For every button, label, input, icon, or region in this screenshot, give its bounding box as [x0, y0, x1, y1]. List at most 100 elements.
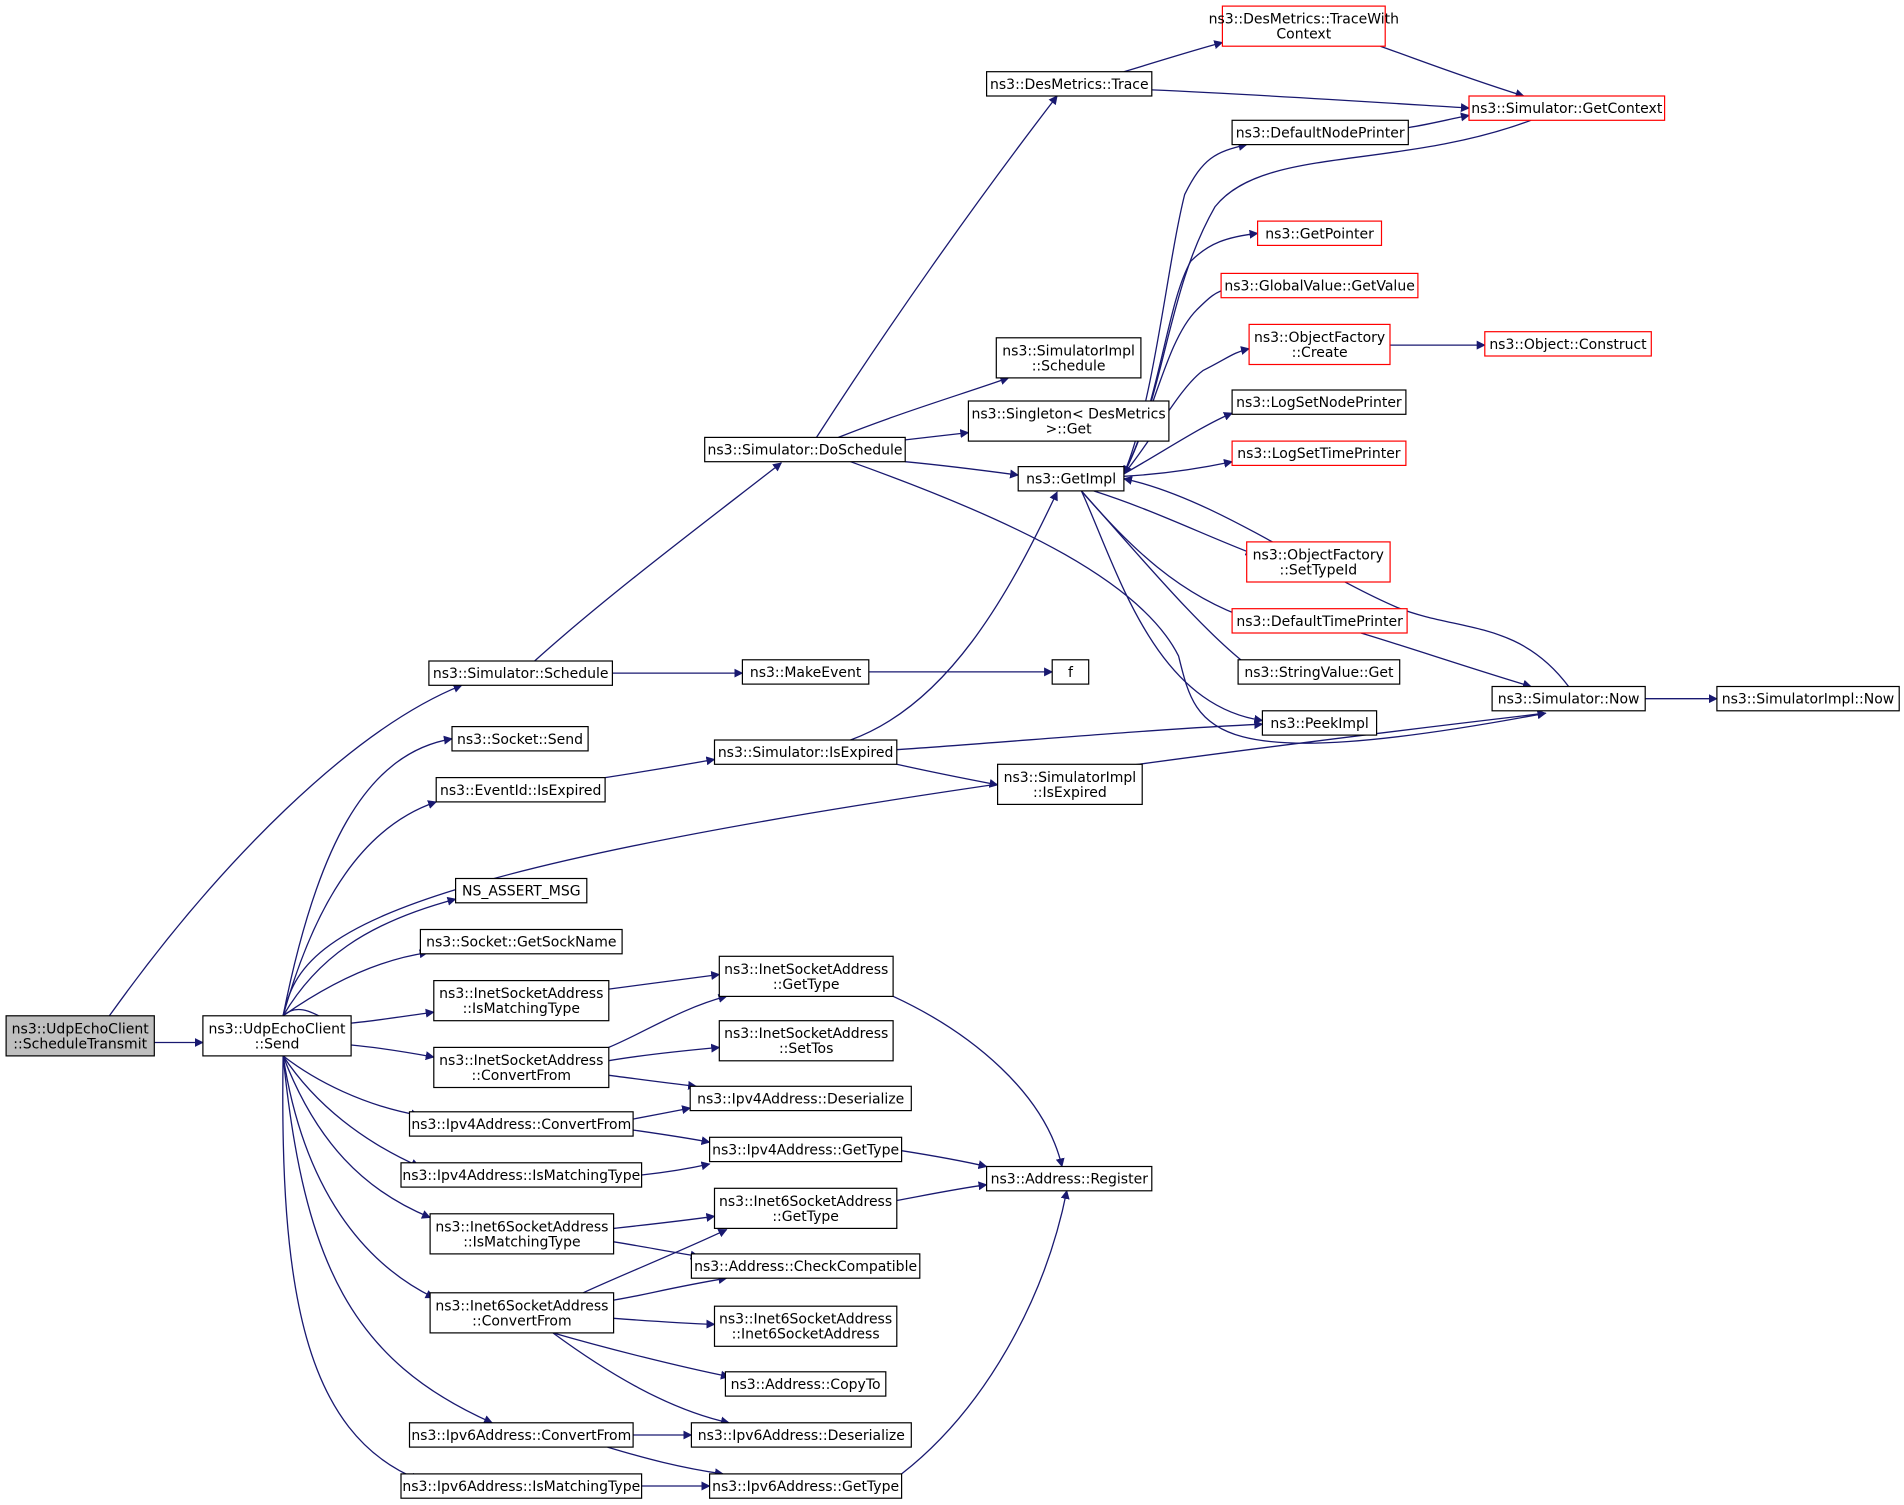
node-label: ::GetType [772, 1209, 839, 1225]
edge-inet-gettype-to-register [892, 995, 1065, 1168]
node-ipv6GetType[interactable]: ns3::Ipv6Address::GetType [708, 1473, 903, 1499]
node-inet6IsMatch[interactable]: ns3::Inet6SocketAddress::IsMatchingType [429, 1213, 615, 1255]
node-box [718, 955, 894, 997]
node-ipv4Deser[interactable]: ns3::Ipv4Address::Deserialize [689, 1085, 912, 1112]
node-box [433, 979, 610, 1022]
edge-ipv4-ismatch-to-ipv4-gettype [641, 1161, 711, 1176]
edge-getimpl-to-objectfactory-settypeid [1093, 490, 1255, 556]
node-label: ns3::InetSocketAddress [724, 962, 888, 978]
node-implSched[interactable]: ns3::SimulatorImpl::Schedule [995, 337, 1142, 379]
nodes-layer: ns3::UdpEchoClient::ScheduleTransmitns3:… [5, 5, 1900, 1499]
node-evIsExp[interactable]: ns3::EventId::IsExpired [435, 776, 606, 803]
node-getSockName[interactable]: ns3::Socket::GetSockName [419, 928, 623, 955]
edge-send-to-inet-convertfrom [351, 1044, 435, 1061]
edge-isexpired-to-impl-isexpired [896, 763, 999, 788]
node-schedtx[interactable]: ns3::UdpEchoClient::ScheduleTransmit [5, 1015, 155, 1057]
node-label: ns3::Address::CopyTo [731, 1377, 881, 1393]
node-label: ns3::Ipv6Address::ConvertFrom [411, 1428, 631, 1444]
edge-send-to-socket-send [282, 735, 453, 1016]
node-f[interactable]: f [1051, 659, 1090, 685]
edge-isexpired-to-getimpl [850, 491, 1058, 741]
node-label: ::ConvertFrom [472, 1313, 571, 1329]
node-checkCompat[interactable]: ns3::Address::CheckCompatible [690, 1253, 921, 1279]
node-label: ns3::SimulatorImpl [1004, 770, 1137, 786]
edge-doschedule-to-trace [815, 95, 1058, 438]
node-inetIsMatch[interactable]: ns3::InetSocketAddress::IsMatchingType [433, 979, 610, 1022]
node-peekImpl[interactable]: ns3::PeekImpl [1261, 710, 1378, 736]
node-objConstruct[interactable]: ns3::Object::Construct [1484, 331, 1652, 357]
node-ipv4Conv[interactable]: ns3::Ipv4Address::ConvertFrom [408, 1111, 634, 1137]
node-label: ::IsMatchingType [463, 1234, 580, 1250]
edge-doschedule-to-singleton [905, 429, 970, 441]
edge-tracewithcontext-to-getcontext [1380, 45, 1525, 98]
node-simIsExp[interactable]: ns3::Simulator::IsExpired [713, 739, 898, 765]
edge-send-to-inet-ismatchingtype [351, 1008, 435, 1024]
node-box [985, 71, 1153, 97]
node-ofCreate[interactable]: ns3::ObjectFactory::Create [1248, 323, 1391, 366]
node-box [1484, 331, 1652, 357]
node-label: ::ScheduleTransmit [13, 1036, 147, 1052]
node-ofSetTypeId[interactable]: ns3::ObjectFactory::SetTypeId [1246, 541, 1391, 583]
node-ipv4IsMatch[interactable]: ns3::Ipv4Address::IsMatchingType [400, 1162, 643, 1188]
edge-send-to-getsockname [282, 949, 429, 1017]
node-inet6Ctor[interactable]: ns3::Inet6SocketAddress::Inet6SocketAddr… [713, 1305, 898, 1347]
node-copyTo[interactable]: ns3::Address::CopyTo [724, 1371, 887, 1397]
node-getPointer[interactable]: ns3::GetPointer [1256, 220, 1383, 247]
node-label: ::IsExpired [1033, 785, 1107, 801]
node-inetGetType[interactable]: ns3::InetSocketAddress::GetType [718, 955, 894, 997]
node-label: f [1068, 665, 1074, 681]
node-label: ns3::UdpEchoClient [12, 1021, 150, 1037]
node-ipv6IsMatch[interactable]: ns3::Ipv6Address::IsMatchingType [400, 1473, 643, 1499]
node-simGetCtx[interactable]: ns3::Simulator::GetContext [1468, 95, 1666, 121]
node-inetSetTos[interactable]: ns3::InetSocketAddress::SetTos [718, 1020, 894, 1062]
node-getImpl[interactable]: ns3::GetImpl [1017, 466, 1125, 492]
node-ipv6Conv[interactable]: ns3::Ipv6Address::ConvertFrom [408, 1422, 634, 1448]
node-inet6GetType[interactable]: ns3::Inet6SocketAddress::GetType [713, 1187, 898, 1230]
node-label: ns3::ObjectFactory [1253, 548, 1384, 564]
node-inetConv[interactable]: ns3::InetSocketAddress::ConvertFrom [433, 1046, 610, 1089]
node-ipv4GetType[interactable]: ns3::Ipv4Address::GetType [708, 1136, 903, 1163]
node-label: ns3::GlobalValue::GetValue [1224, 279, 1414, 295]
node-desTrace[interactable]: ns3::DesMetrics::Trace [985, 71, 1153, 97]
edge-simsched-to-doschedule [534, 462, 783, 662]
node-logSetNode[interactable]: ns3::LogSetNodePrinter [1231, 389, 1407, 415]
node-inet6Conv[interactable]: ns3::Inet6SocketAddress::ConvertFrom [429, 1292, 615, 1334]
node-label: ns3::UdpEchoClient [208, 1021, 346, 1037]
node-label: ::IsMatchingType [463, 1001, 580, 1017]
node-addrReg[interactable]: ns3::Address::Register [985, 1165, 1153, 1192]
node-defNodePrinter[interactable]: ns3::DefaultNodePrinter [1231, 119, 1409, 146]
node-doSched[interactable]: ns3::Simulator::DoSchedule [704, 436, 906, 463]
node-label: ns3::Inet6SocketAddress [435, 1298, 608, 1314]
node-box [724, 1371, 887, 1397]
node-logSetTime[interactable]: ns3::LogSetTimePrinter [1231, 440, 1407, 467]
edge-eventid-to-simulator-isexpired [605, 756, 716, 779]
node-gvGetValue[interactable]: ns3::GlobalValue::GetValue [1220, 272, 1419, 299]
node-sockSend[interactable]: ns3::Socket::Send [451, 725, 589, 752]
node-label: ::Inet6SocketAddress [732, 1327, 880, 1343]
node-box [5, 1015, 155, 1057]
node-label: ns3::Object::Construct [1489, 337, 1647, 353]
node-box [967, 400, 1170, 442]
node-box [408, 1422, 634, 1448]
edge-inet6-convert-to-ipv6-deserialize [552, 1332, 730, 1426]
node-strGet[interactable]: ns3::StringValue::Get [1237, 659, 1401, 685]
node-box [713, 1305, 898, 1347]
node-defTimePrinter[interactable]: ns3::DefaultTimePrinter [1231, 608, 1408, 634]
node-box [451, 725, 589, 752]
node-label: ns3::EventId::IsExpired [440, 783, 601, 799]
edge-inet-convert-to-settos [608, 1043, 721, 1062]
edge-send-to-simulator-now [282, 709, 1547, 1016]
node-implNow[interactable]: ns3::SimulatorImpl::Now [1716, 685, 1900, 712]
node-box [1231, 119, 1409, 146]
node-label: ns3::DesMetrics::Trace [990, 77, 1149, 93]
node-box [996, 763, 1143, 805]
node-singleton[interactable]: ns3::Singleton< DesMetrics>::Get [967, 400, 1170, 442]
node-nsassert[interactable]: NS_ASSERT_MSG [455, 877, 588, 904]
node-simsched[interactable]: ns3::Simulator::Schedule [428, 660, 613, 686]
node-simNow[interactable]: ns3::Simulator::Now [1491, 685, 1646, 712]
node-makeEvent[interactable]: ns3::MakeEvent [741, 659, 870, 685]
node-send[interactable]: ns3::UdpEchoClient::Send [202, 1015, 352, 1057]
node-implIsExp[interactable]: ns3::SimulatorImpl::IsExpired [996, 763, 1143, 805]
node-ipv6Deser[interactable]: ns3::Ipv6Address::Deserialize [690, 1422, 912, 1448]
